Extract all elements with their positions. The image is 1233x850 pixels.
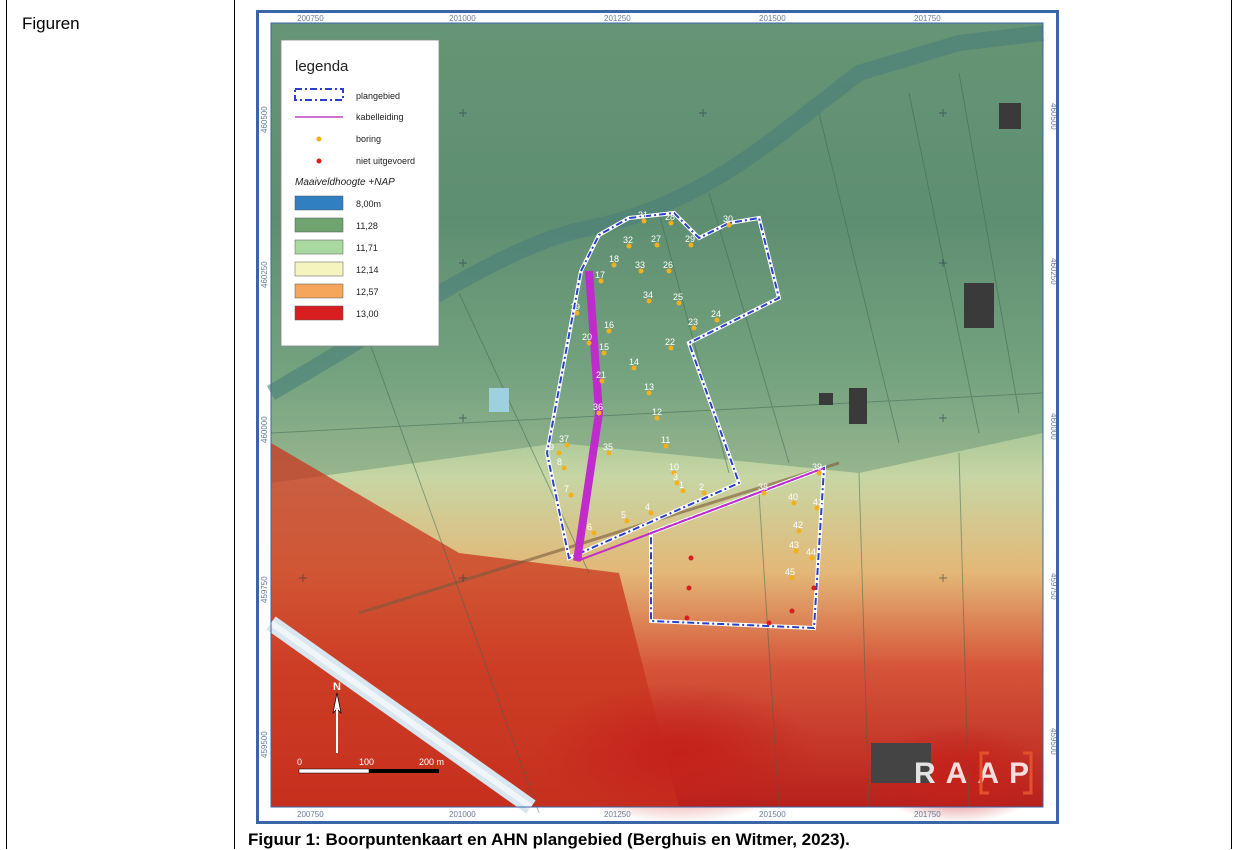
boring-label: 19 (570, 302, 580, 312)
svg-text:kabelleiding: kabelleiding (356, 112, 404, 122)
boring-label: 40 (788, 492, 798, 502)
legend: legenda plangebied kabelleiding boring n… (280, 39, 440, 347)
y-tick-left-5: 459500 (260, 731, 269, 758)
boring-label: 2 (699, 482, 704, 492)
svg-text:12,57: 12,57 (356, 287, 379, 297)
x-tick-bottom-1: 200750 (297, 810, 324, 819)
legend-title: legenda (295, 58, 349, 75)
cable-line-east (576, 467, 825, 562)
boring-label: 15 (599, 342, 609, 352)
y-tick-left-3: 460000 (260, 416, 269, 443)
boring-label: 13 (644, 382, 654, 392)
boring-label: 18 (609, 254, 619, 264)
boring-label: 20 (582, 332, 592, 342)
svg-text:8,00m: 8,00m (356, 199, 381, 209)
y-tick-right-3: 460000 (1049, 413, 1056, 440)
boring-label: 16 (604, 320, 614, 330)
boring-label: 24 (711, 309, 721, 319)
x-tick-top-1: 200750 (297, 14, 324, 23)
svg-text:plangebied: plangebied (356, 91, 400, 101)
scale-bar: 0 100 200 m (297, 757, 444, 774)
svg-text:11,71: 11,71 (356, 243, 378, 253)
boring-label: 11 (661, 435, 670, 445)
boring-label: 39 (812, 462, 822, 472)
boring-label: 14 (629, 357, 639, 367)
boring-label: 12 (652, 407, 662, 417)
boring-label: 30 (723, 214, 733, 224)
scale-label-100: 100 (359, 757, 374, 767)
borings (556, 218, 822, 581)
boring-label: 29 (685, 234, 695, 244)
y-tick-right-1: 460500 (1049, 103, 1056, 130)
boring-label: 33 (635, 260, 645, 270)
north-label: N (333, 681, 341, 693)
boring-label: 3 (673, 472, 678, 482)
boring-label: 35 (603, 442, 613, 452)
y-tick-right-2: 460250 (1049, 258, 1056, 285)
boring-label: 27 (651, 234, 661, 244)
svg-text:niet uitgevoerd: niet uitgevoerd (356, 156, 415, 166)
x-tick-top-4: 201500 (759, 14, 786, 23)
x-tick-bottom-5: 201750 (914, 810, 941, 819)
boring-label: 23 (688, 317, 698, 327)
figure-caption: Figuur 1: Boorpuntenkaart en AHN plangeb… (248, 830, 850, 849)
boring-label: 42 (793, 520, 803, 530)
boring-label: 22 (665, 337, 675, 347)
boring-label: 1 (679, 480, 684, 490)
y-tick-left-2: 460250 (260, 261, 269, 288)
boring-label: 38 (758, 482, 768, 492)
svg-text:Maaiveldhoogte +NAP: Maaiveldhoogte +NAP (295, 177, 395, 188)
not-executed-borings (684, 555, 817, 626)
x-tick-bottom-2: 201000 (449, 810, 476, 819)
svg-text:13,00: 13,00 (356, 309, 379, 319)
svg-text:11,28: 11,28 (356, 221, 378, 231)
boring-label: 44 (806, 547, 816, 557)
x-tick-bottom-3: 201250 (604, 810, 631, 819)
column-divider (234, 0, 235, 849)
section-label: Figuren (22, 14, 80, 33)
boring-label: 31 (638, 210, 648, 220)
x-tick-top-2: 201000 (449, 14, 476, 23)
north-arrow-icon: N (332, 681, 342, 753)
x-tick-bottom-4: 201500 (759, 810, 786, 819)
boring-label: 10 (669, 462, 679, 472)
svg-text:boring: boring (356, 134, 381, 144)
scale-label-0: 0 (297, 757, 302, 767)
boring-label: 28 (665, 212, 675, 222)
boring-label: 25 (673, 292, 683, 302)
boring-label: 41 (813, 497, 823, 507)
boring-label: 7 (564, 484, 569, 494)
boring-label: 8 (557, 457, 562, 467)
raap-logo: RAAP (914, 751, 1039, 795)
boring-label: 43 (789, 540, 799, 550)
boring-label: 37 (559, 434, 569, 444)
scale-label-200: 200 m (419, 757, 444, 767)
boring-label: 17 (595, 270, 605, 280)
boring-label: 45 (785, 567, 795, 577)
boring-label: 34 (643, 290, 653, 300)
figure-table (6, 0, 1232, 849)
svg-text:RAAP: RAAP (914, 757, 1039, 790)
boring-label: 4 (645, 502, 650, 512)
y-tick-right-5: 459500 (1049, 728, 1056, 755)
boring-label: 32 (623, 235, 633, 245)
x-tick-top-5: 201750 (914, 14, 941, 23)
boring-label: 5 (621, 510, 626, 520)
y-tick-left-1: 460500 (260, 106, 269, 133)
boring-label: 6 (587, 522, 592, 532)
boring-label: 36 (593, 402, 603, 412)
x-tick-top-3: 201250 (604, 14, 631, 23)
y-tick-left-4: 459750 (260, 576, 269, 603)
plangebied-outline-north (545, 211, 781, 560)
boring-label: 26 (663, 260, 673, 270)
svg-text:12,14: 12,14 (356, 265, 379, 275)
boring-label: 21 (596, 370, 606, 380)
boring-label: 9 (549, 442, 554, 452)
y-tick-right-4: 459750 (1049, 573, 1056, 600)
